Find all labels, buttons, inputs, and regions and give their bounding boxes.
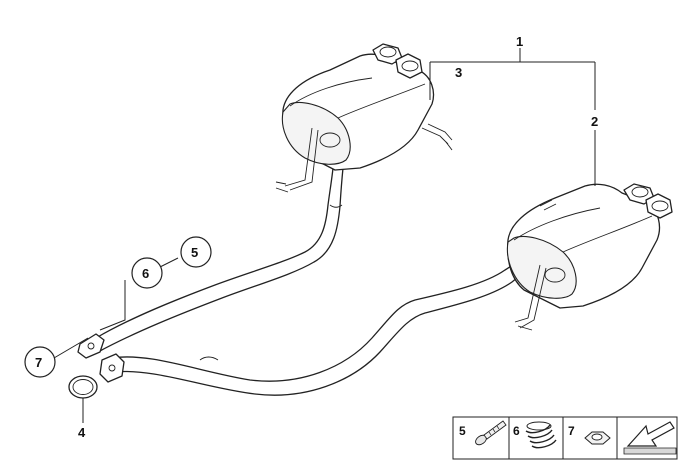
leader-lines bbox=[53, 48, 596, 423]
legend-5: 5 bbox=[459, 424, 466, 438]
callout-circle-5: 5 bbox=[180, 236, 212, 268]
legend-7: 7 bbox=[568, 424, 575, 438]
bolt-icon bbox=[475, 420, 507, 446]
callout-5: 5 bbox=[191, 245, 198, 260]
legend-6: 6 bbox=[513, 424, 520, 438]
callout-1: 1 bbox=[516, 34, 523, 49]
callout-7: 7 bbox=[35, 355, 42, 370]
callout-6: 6 bbox=[142, 266, 149, 281]
arrow-icon bbox=[623, 421, 677, 455]
intermediate-pipe bbox=[77, 167, 529, 396]
gasket-ring bbox=[68, 375, 98, 399]
callout-4: 4 bbox=[78, 425, 86, 440]
callout-3: 3 bbox=[455, 65, 462, 80]
nut-icon bbox=[584, 431, 611, 445]
callout-circle-7: 7 bbox=[24, 346, 56, 378]
rear-silencer-left bbox=[275, 43, 453, 193]
callout-2: 2 bbox=[591, 114, 598, 129]
spring-icon bbox=[525, 421, 557, 449]
callout-circle-6: 6 bbox=[131, 257, 163, 289]
parts-legend: 5 6 7 bbox=[452, 416, 678, 460]
rear-silencer-right bbox=[506, 183, 673, 331]
